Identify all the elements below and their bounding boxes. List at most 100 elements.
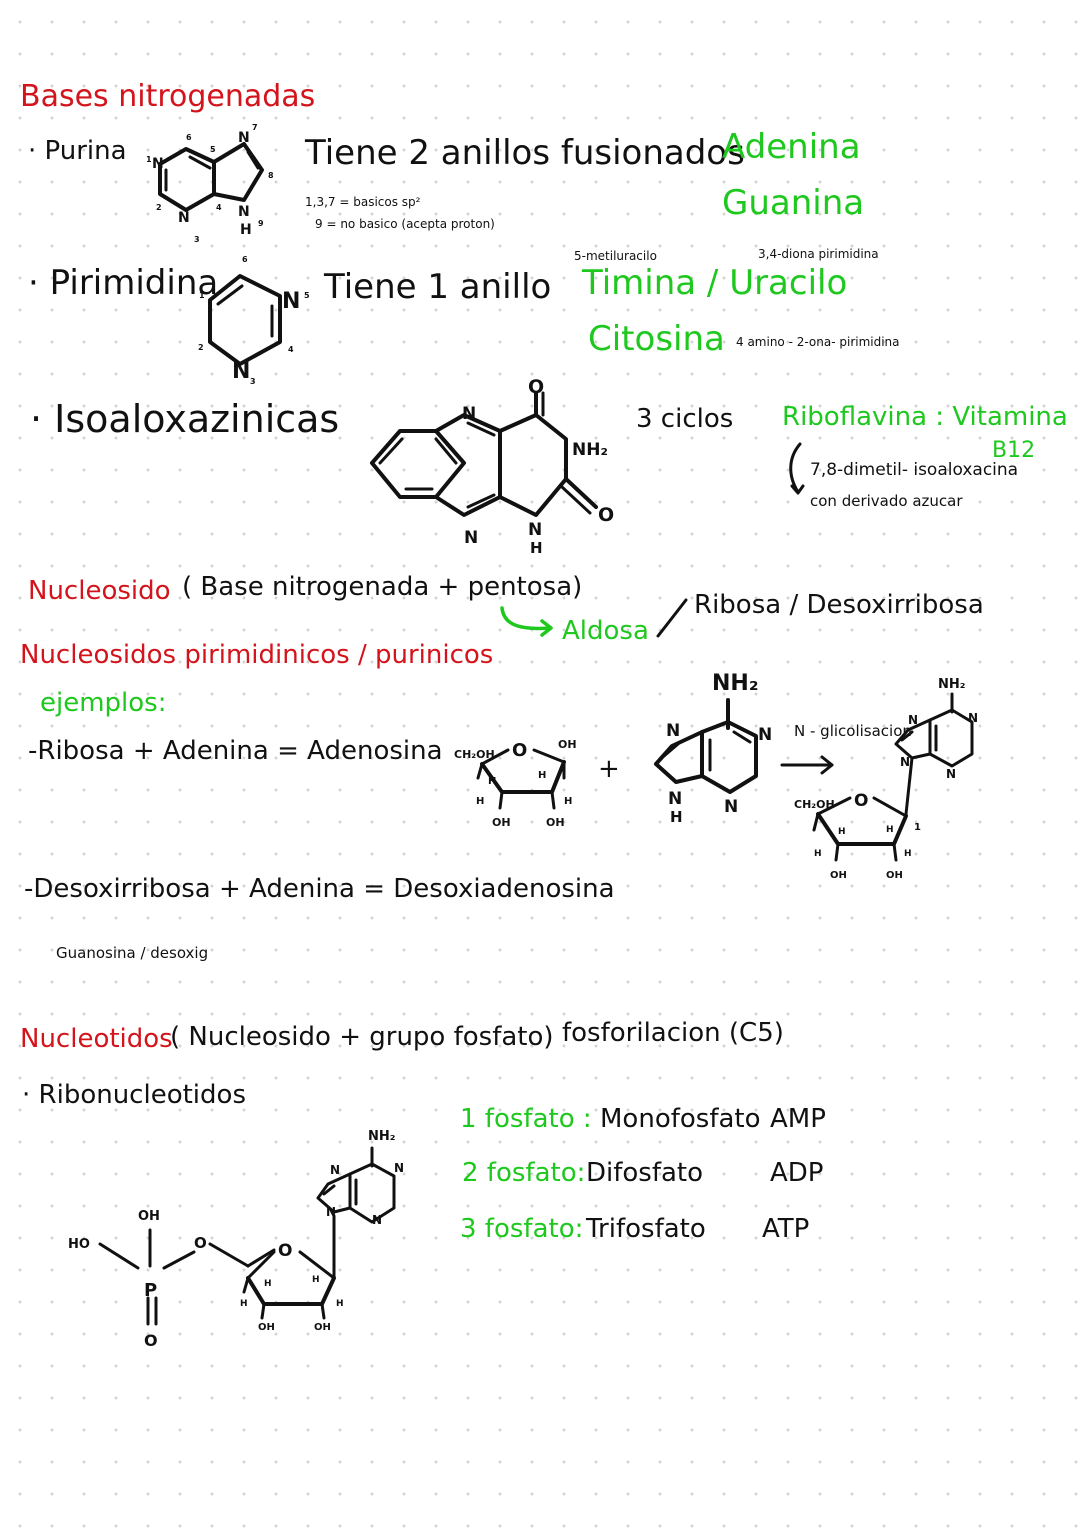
- row2-num: 2 fosfato:: [462, 1158, 586, 1188]
- atom-oh-p: OH: [138, 1209, 160, 1224]
- aldosa-label: Aldosa: [562, 616, 649, 646]
- purine-structure: N N N N H 1 2 3 4 5 6 7 8 9: [146, 123, 274, 244]
- num-1: 1: [199, 291, 205, 300]
- num-6: 6: [186, 133, 192, 142]
- example-citosina: Citosina: [588, 319, 725, 359]
- h-c2: H: [564, 796, 572, 807]
- example-desoxiadenosina: -Desoxirribosa + Adenina = Desoxiadenosi…: [24, 874, 615, 904]
- atom-n9: N: [668, 789, 682, 809]
- atom-n7: N: [238, 130, 250, 146]
- section-title-bases: Bases nitrogenadas: [20, 79, 316, 114]
- atom-n1: N: [758, 725, 772, 745]
- num-2: 2: [156, 203, 162, 212]
- plus-sign: +: [598, 754, 620, 784]
- section-title-nucleotidos: Nucleotidos: [20, 1024, 173, 1054]
- pirimidina-desc: Tiene 1 anillo: [324, 267, 552, 307]
- atom-n-ring: N: [528, 520, 542, 540]
- atom-n9: N: [326, 1205, 336, 1219]
- h-c3: H: [476, 796, 484, 807]
- example-adenina: Adenina: [722, 127, 861, 167]
- atom-n3: N: [178, 210, 190, 226]
- atom-o-double: O: [144, 1331, 158, 1350]
- oh-c3: OH: [830, 870, 847, 881]
- num-c1: 1: [914, 822, 921, 833]
- oh-c2: OH: [314, 1322, 331, 1333]
- slash-line: [656, 598, 688, 638]
- example-b12: B12: [992, 438, 1036, 463]
- h-c2: H: [904, 849, 912, 859]
- row2-abbr: ADP: [770, 1158, 824, 1188]
- row3-abbr: ATP: [762, 1214, 810, 1244]
- row1-name: Monofosfato: [600, 1104, 761, 1134]
- h-c1: H: [886, 825, 894, 835]
- ring-o: O: [854, 791, 868, 811]
- atom-n7: N: [908, 713, 918, 727]
- nucleosido-def: ( Base nitrogenada + pentosa): [182, 572, 583, 602]
- ch2oh-label: CH₂OH: [454, 748, 495, 761]
- atom-n5: N: [282, 289, 300, 314]
- atom-n-bottom: N: [464, 528, 478, 548]
- oh-c3: OH: [492, 816, 511, 829]
- h-c2: H: [336, 1299, 344, 1309]
- section-title-nucleosido: Nucleosido: [28, 576, 171, 606]
- isoalloxazine-structure: N N O NH₂ O N H: [370, 376, 614, 557]
- num-3: 3: [250, 377, 256, 386]
- riboflavina-note-2: con derivado azucar: [810, 492, 963, 510]
- atom-ho-p: HO: [68, 1237, 90, 1252]
- atom-o-top: O: [528, 376, 544, 398]
- purina-note-1: 1,3,7 = basicos sp²: [305, 195, 421, 209]
- row2-name: Difosfato: [586, 1158, 704, 1188]
- num-5: 5: [210, 145, 216, 154]
- num-4: 4: [288, 345, 294, 354]
- h-c4: H: [838, 827, 846, 837]
- nucleotidos-process: fosforilacion (C5): [562, 1018, 784, 1048]
- purina-desc: Tiene 2 anillos fusionados: [305, 133, 745, 173]
- reaction-arrow: [780, 755, 834, 775]
- row3-name: Trifosfato: [586, 1214, 706, 1244]
- oh-c3: OH: [258, 1322, 275, 1333]
- pyrimidine-structure: N N 1 2 3 4 5 6: [198, 255, 310, 386]
- atom-n1: N: [394, 1161, 404, 1175]
- example-guanina: Guanina: [722, 183, 865, 223]
- atom-n7: N: [330, 1163, 340, 1177]
- atom-p: P: [144, 1280, 157, 1301]
- example-timina-uracilo: Timina / Uracilo: [582, 263, 848, 303]
- atom-n1: N: [968, 711, 978, 725]
- atom-n9: N: [900, 755, 910, 769]
- atom-n7: N: [666, 721, 680, 741]
- atom-n-top: N: [462, 404, 476, 424]
- num-2: 2: [198, 343, 204, 352]
- atom-nh2: NH₂: [712, 671, 758, 696]
- ch2oh-label: CH₂OH: [794, 798, 835, 811]
- pirimidina-label: · Pirimidina: [28, 263, 219, 303]
- atom-n1: N: [152, 156, 164, 172]
- oh-c1: OH: [558, 738, 577, 751]
- oh-c2: OH: [546, 816, 565, 829]
- note-citosina: 4 amino - 2-ona- pirimidina: [736, 335, 900, 349]
- ring-o: O: [278, 1241, 292, 1261]
- note-timina: 5-metiluracilo: [574, 249, 657, 263]
- amp-structure: NH₂ N N N N O O P O OH HO H H H H OH OH: [68, 1129, 404, 1350]
- ribose-structure: O CH₂OH OH H H H H OH OH: [454, 738, 577, 829]
- h-c1: H: [538, 770, 546, 781]
- num-6: 6: [242, 255, 248, 264]
- h-c1: H: [312, 1275, 320, 1285]
- example-adenosina: -Ribosa + Adenina = Adenosina: [28, 736, 443, 766]
- atom-n3: N: [946, 767, 956, 781]
- ring-o: O: [512, 740, 527, 761]
- h-c4: H: [488, 776, 496, 787]
- atom-o-right: O: [598, 504, 614, 526]
- nucleosidos-subtitle: Nucleosidos pirimidinicos / purinicos: [20, 640, 494, 670]
- atom-n3: N: [372, 1213, 382, 1227]
- h-c3: H: [814, 849, 822, 859]
- isoaloxazinicas-label: · Isoaloxazinicas: [30, 397, 340, 441]
- num-7: 7: [252, 123, 258, 132]
- isoaloxazinicas-desc: 3 ciclos: [636, 404, 734, 434]
- oh-c2: OH: [886, 870, 903, 881]
- num-5: 5: [304, 291, 310, 300]
- adenine-structure: NH₂ N N N N H: [654, 671, 772, 826]
- adenosine-structure: NH₂ N N N N O CH₂OH H H H H 1 OH OH: [794, 677, 978, 881]
- note-uracilo: 3,4-diona pirimidina: [758, 247, 879, 261]
- riboflavina-note-1: 7,8-dimetil- isoaloxacina: [810, 460, 1019, 480]
- atom-nh2: NH₂: [938, 677, 965, 692]
